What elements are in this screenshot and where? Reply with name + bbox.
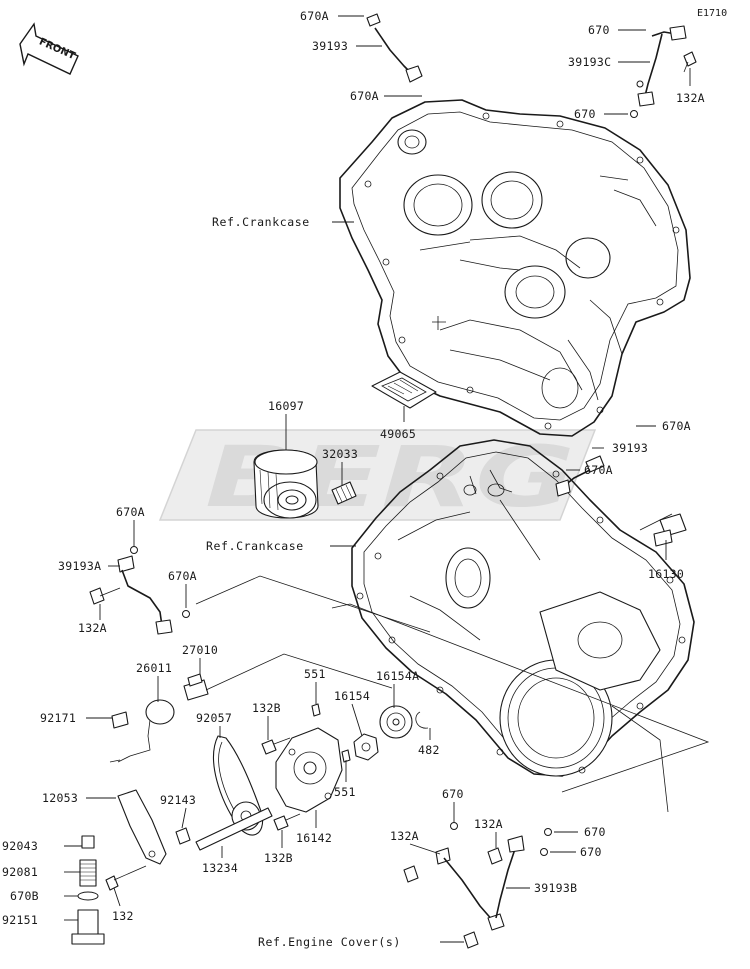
plug-92151 — [71, 909, 105, 945]
label-92081: 92081 — [2, 865, 38, 879]
label-670A: 670A — [168, 569, 197, 583]
pin-551 — [311, 703, 351, 763]
label-92057: 92057 — [196, 711, 232, 725]
label-39193: 39193 — [312, 39, 348, 53]
rotor-16154A — [379, 705, 413, 739]
label-ref-crankcase: Ref.Crankcase — [212, 215, 310, 229]
switch-27010 — [183, 673, 209, 701]
label-39193B: 39193B — [534, 881, 577, 895]
oil-pressure-switch-16130 — [653, 513, 687, 547]
collar-92143 — [175, 827, 191, 845]
label-551: 551 — [334, 785, 356, 799]
oring-670B — [77, 891, 99, 901]
label-92143: 92143 — [160, 793, 196, 807]
label-39193: 39193 — [612, 441, 648, 455]
label-16097: 16097 — [268, 399, 304, 413]
label-670: 670 — [584, 825, 606, 839]
spring-92081 — [79, 859, 97, 887]
label-16154A: 16154A — [376, 669, 419, 683]
label-670: 670 — [442, 787, 464, 801]
label-32033: 32033 — [322, 447, 358, 461]
label-670: 670 — [580, 845, 602, 859]
oil-pipe-39193-right — [555, 455, 605, 497]
chain-guide-12053 — [117, 789, 167, 865]
label-670: 670 — [588, 23, 610, 37]
label-670: 670 — [574, 107, 596, 121]
label-ref-engine-cover: Ref.Engine Cover(s) — [258, 935, 401, 949]
label-ref-crankcase: Ref.Crankcase — [206, 539, 304, 553]
label-92171: 92171 — [40, 711, 76, 725]
label-132A: 132A — [78, 621, 107, 635]
label-132B: 132B — [264, 851, 293, 865]
label-132: 132 — [112, 909, 134, 923]
label-670A: 670A — [300, 9, 329, 23]
oil-pipe-39193C — [630, 25, 697, 118]
label-132B: 132B — [252, 701, 281, 715]
label-13234: 13234 — [202, 861, 238, 875]
fitting-32033 — [331, 481, 357, 505]
label-132A: 132A — [390, 829, 419, 843]
bolt-132B — [261, 737, 301, 831]
label-482: 482 — [418, 743, 440, 757]
label-132A: 132A — [474, 817, 503, 831]
label-670A: 670A — [662, 419, 691, 433]
watermark-logo: BERG — [158, 428, 597, 526]
label-16130: 16130 — [648, 567, 684, 581]
crankcase-upper — [339, 99, 691, 437]
oil-screen-49065 — [371, 371, 437, 409]
label-26011: 26011 — [136, 661, 172, 675]
label-49065: 49065 — [380, 427, 416, 441]
label-670B: 670B — [10, 889, 39, 903]
oil-filter-16097 — [253, 449, 319, 519]
label-670A: 670A — [116, 505, 145, 519]
label-39193C: 39193C — [568, 55, 611, 69]
label-132A: 132A — [676, 91, 705, 105]
oil-pipe-39193-top — [366, 13, 423, 83]
label-92043: 92043 — [2, 839, 38, 853]
crankcase-lower — [351, 439, 695, 777]
front-arrow-icon: FRONT — [19, 22, 79, 75]
diagram-code: E1710 — [697, 8, 727, 19]
label-16154: 16154 — [334, 689, 370, 703]
oil-pipe-39193B — [403, 822, 552, 949]
circlip-482 — [415, 711, 429, 729]
label-16142: 16142 — [296, 831, 332, 845]
label-551: 551 — [304, 667, 326, 681]
plug-92043 — [81, 835, 95, 849]
label-27010: 27010 — [182, 643, 218, 657]
label-12053: 12053 — [42, 791, 78, 805]
leader-lines — [64, 15, 710, 943]
wire-harness-26011 — [109, 699, 175, 763]
oil-pump-16142 — [275, 727, 343, 813]
oil-pipe-39193A — [89, 546, 190, 635]
label-670A: 670A — [584, 463, 613, 477]
label-92151: 92151 — [2, 913, 38, 927]
rotor-16154 — [353, 733, 379, 761]
shaft-13234 — [195, 807, 273, 851]
label-39193A: 39193A — [58, 559, 101, 573]
part-labels: 670A 39193 670A 670 39193C 132A 670 Ref.… — [2, 9, 705, 949]
bolt-132 — [105, 865, 147, 891]
label-670A: 670A — [350, 89, 379, 103]
